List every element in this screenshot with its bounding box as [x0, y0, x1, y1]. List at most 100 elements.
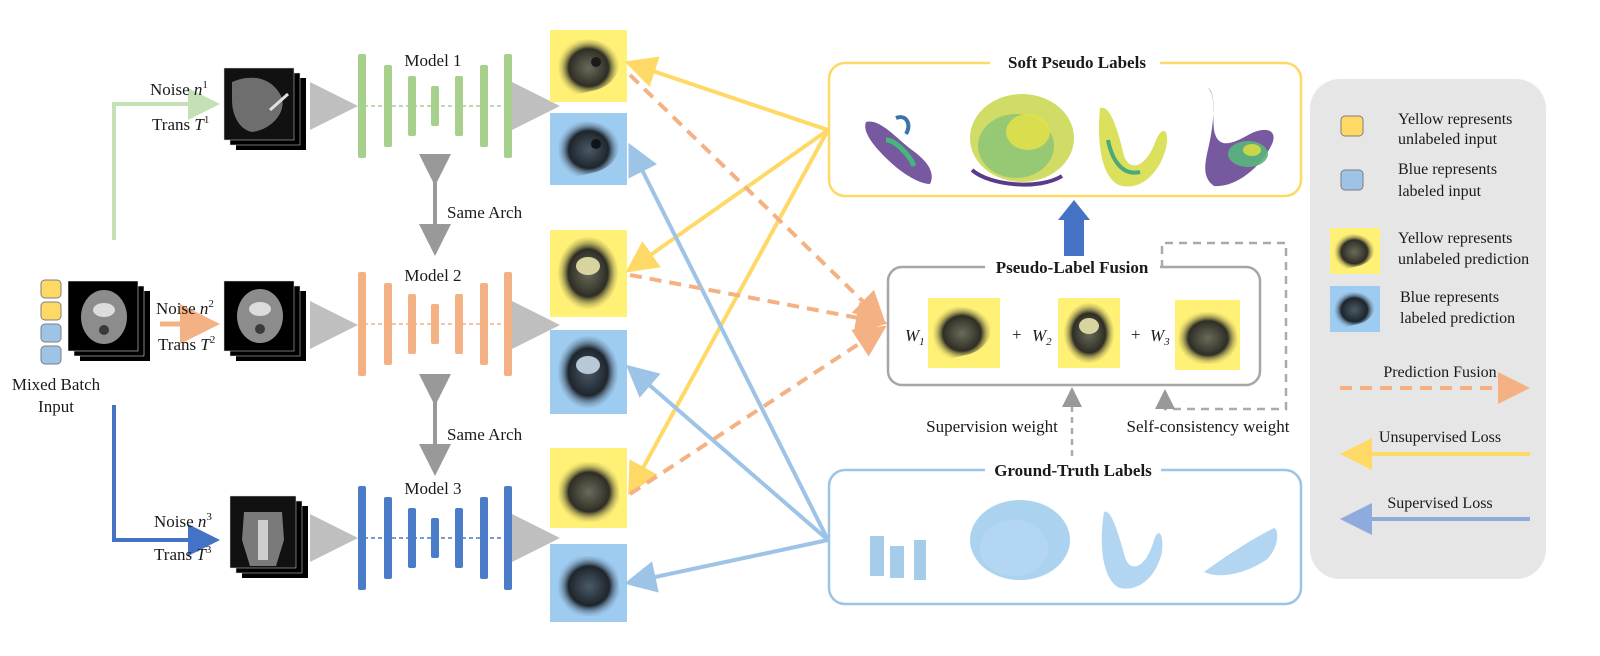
gt-cloud-1 [870, 536, 926, 580]
gt-cloud-3 [1101, 511, 1163, 589]
plus-2: + [1131, 325, 1141, 344]
prediction-fusion-arrows [628, 73, 888, 496]
legend-supervised-loss-label: Supervised Loss [1387, 495, 1492, 512]
branch1-arrow [112, 88, 220, 240]
legend-item-4-line2: labeled prediction [1400, 310, 1515, 327]
unet-layer [504, 54, 512, 158]
unet-layer [384, 65, 392, 147]
unet-layer [408, 294, 416, 354]
pred-1-unlabeled [550, 30, 627, 102]
legend-unsupervised-loss-label: Unsupervised Loss [1379, 429, 1501, 446]
weight-2: W [1032, 326, 1048, 345]
trans-label: Trans [154, 545, 192, 564]
same-arch-label-1: Same Arch [447, 203, 523, 222]
weight-1: W [905, 326, 921, 345]
model-3-unet [358, 486, 512, 590]
weight-2-sub: 2 [1046, 336, 1052, 348]
legend-item-1-line2: unlabeled input [1398, 131, 1498, 148]
unet-layer [358, 272, 366, 376]
legend-blue-prediction-icon [1330, 286, 1380, 332]
noise-label: Noise [150, 80, 190, 99]
pred-3-unlabeled [550, 448, 627, 528]
unet-layer [384, 283, 392, 365]
trans-var: T [196, 545, 207, 564]
unet-layer [431, 86, 439, 126]
fusion-pred-2 [1058, 298, 1120, 368]
augmented-stack-1 [223, 67, 306, 150]
unet-layer [455, 508, 463, 568]
blue-square-icon [40, 323, 62, 343]
legend-item-2-line2: labeled input [1398, 183, 1482, 200]
svg-text:Noise n3: Noise n3 [154, 511, 212, 531]
trans-sup: 3 [206, 544, 212, 556]
gt-cloud-2 [970, 500, 1070, 580]
pseudo-label-fusion-panel: Pseudo-Label Fusion W1 + W2 + W3 [886, 256, 1262, 387]
model-1-unet [358, 54, 512, 158]
unet-layer [480, 65, 488, 147]
unet-layer [504, 272, 512, 376]
svg-text:Trans T1: Trans T1 [152, 114, 209, 134]
input-label-line1: Mixed Batch [12, 375, 101, 394]
trans-label: Trans [158, 335, 196, 354]
augmented-stack-3 [229, 495, 308, 578]
augmented-stack-2 [223, 280, 306, 361]
weight-3-sub: 3 [1163, 336, 1170, 348]
trans-sup: 2 [210, 334, 216, 346]
legend-prediction-fusion-label: Prediction Fusion [1383, 364, 1496, 381]
noise-sup: 2 [208, 298, 214, 310]
yellow-square-icon [40, 301, 62, 321]
legend-blue-square-icon [1340, 169, 1364, 191]
prediction-tiles [550, 30, 627, 622]
same-arch-label-2: Same Arch [447, 425, 523, 444]
soft-pseudo-labels-panel: Soft Pseudo Labels [827, 52, 1303, 198]
self-consistency-loop [1155, 241, 1288, 411]
weight-3: W [1150, 326, 1166, 345]
unet-layer [384, 497, 392, 579]
trans-var: T [200, 335, 211, 354]
unet-layer [358, 486, 366, 590]
unet-layer [504, 486, 512, 590]
legend-item-1-line1: Yellow represents [1398, 111, 1512, 128]
trans-sup: 1 [204, 114, 210, 126]
noise-var: n [200, 299, 209, 318]
noise-sup: 3 [206, 511, 212, 523]
fusion-pred-1 [928, 298, 1000, 368]
unet-layer [455, 76, 463, 136]
svg-text:Trans T2: Trans T2 [158, 334, 215, 354]
unet-layer [480, 283, 488, 365]
pred-2-unlabeled [550, 230, 627, 317]
plus-1: + [1012, 325, 1022, 344]
fusion-to-pseudo-arrow [1058, 200, 1090, 256]
pseudo-cloud-2 [970, 94, 1074, 187]
trans-var: T [194, 115, 205, 134]
svg-text:Noise n2: Noise n2 [156, 298, 214, 318]
input-ct-stack [67, 280, 150, 361]
branch1-labels: Noise n1 Trans T1 [150, 79, 209, 134]
weight-1-sub: 1 [919, 336, 925, 348]
legend-yellow-prediction-icon [1330, 228, 1380, 274]
unet-layer [408, 76, 416, 136]
legend-item-2-line1: Blue represents [1398, 161, 1497, 178]
unet-layer [408, 508, 416, 568]
unet-layer [431, 304, 439, 344]
unet-layer [480, 497, 488, 579]
noise-sup: 1 [202, 79, 208, 91]
model-2-unet [358, 272, 512, 376]
fusion-pred-3 [1175, 300, 1240, 370]
noise-label: Noise [156, 299, 196, 318]
yellow-square-icon [40, 279, 62, 299]
model-2-title: Model 2 [404, 266, 461, 285]
blue-square-icon [40, 345, 62, 365]
noise-var: n [194, 80, 203, 99]
fusion-title: Pseudo-Label Fusion [996, 258, 1149, 277]
legend-item-3-line1: Yellow represents [1398, 230, 1512, 247]
input-indicators [40, 279, 62, 365]
legend-panel: Yellow represents unlabeled input Blue r… [1310, 79, 1546, 579]
legend-yellow-square-icon [1340, 115, 1364, 137]
svg-text:Trans T3: Trans T3 [154, 544, 212, 564]
ground-truth-title: Ground-Truth Labels [994, 461, 1152, 480]
svg-text:W3: W3 [1150, 326, 1170, 348]
branch2-labels: Noise n2 Trans T2 [156, 298, 215, 354]
pred-3-labeled [550, 544, 627, 622]
